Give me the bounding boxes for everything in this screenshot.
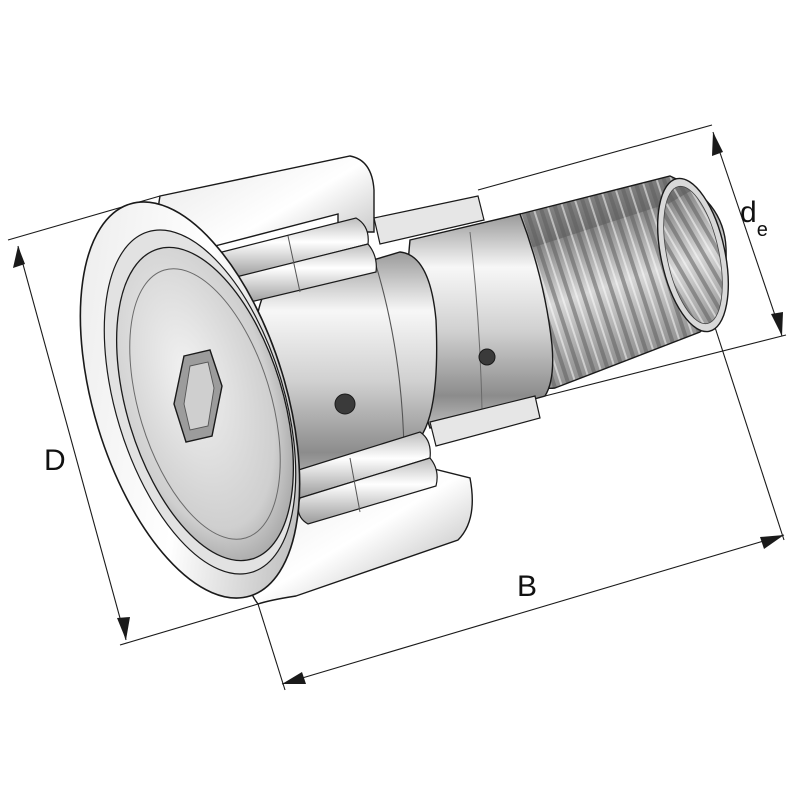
lube-hole-shank — [478, 348, 496, 366]
de-extension-top — [477, 124, 713, 191]
de-arrow-bottom — [771, 312, 783, 336]
b-extension-left — [257, 603, 286, 691]
de-extension-bottom — [544, 334, 787, 397]
cage-bar-bottom — [349, 457, 361, 513]
lube-hole-body — [334, 393, 356, 415]
b-arrow-right — [760, 535, 784, 549]
thread-end-ring — [663, 185, 723, 325]
de-arrow-top — [712, 132, 723, 156]
shank-step — [469, 231, 483, 411]
d-extension-bottom — [119, 603, 259, 646]
label-width: B — [517, 570, 537, 603]
dimension-arrows — [13, 132, 784, 684]
needle-rollers — [221, 217, 438, 525]
front-face — [79, 201, 301, 599]
stud-body-shoulder — [374, 261, 405, 451]
label-stud-diameter: de — [740, 196, 768, 241]
label-stud-diameter-main: d — [740, 196, 757, 229]
thrust-plate-top — [373, 195, 485, 245]
d-arrow-top — [13, 246, 25, 268]
label-outer-diameter: D — [44, 444, 66, 477]
threaded-stud — [509, 175, 729, 389]
cage-bar-top — [287, 235, 301, 293]
label-stud-diameter-sub: e — [757, 219, 768, 241]
d-dimension-line — [17, 245, 127, 641]
hex-socket-inner — [183, 361, 215, 431]
dimension-lines — [7, 124, 787, 691]
stud-shank — [406, 213, 554, 429]
thrust-plate-bottom — [429, 395, 541, 447]
de-dimension-line — [712, 131, 783, 337]
b-dimension-line — [281, 534, 785, 685]
b-extension-right — [711, 317, 785, 541]
d-arrow-bottom — [117, 617, 130, 640]
b-arrow-left — [282, 672, 306, 684]
flange-chamfer — [129, 268, 281, 540]
